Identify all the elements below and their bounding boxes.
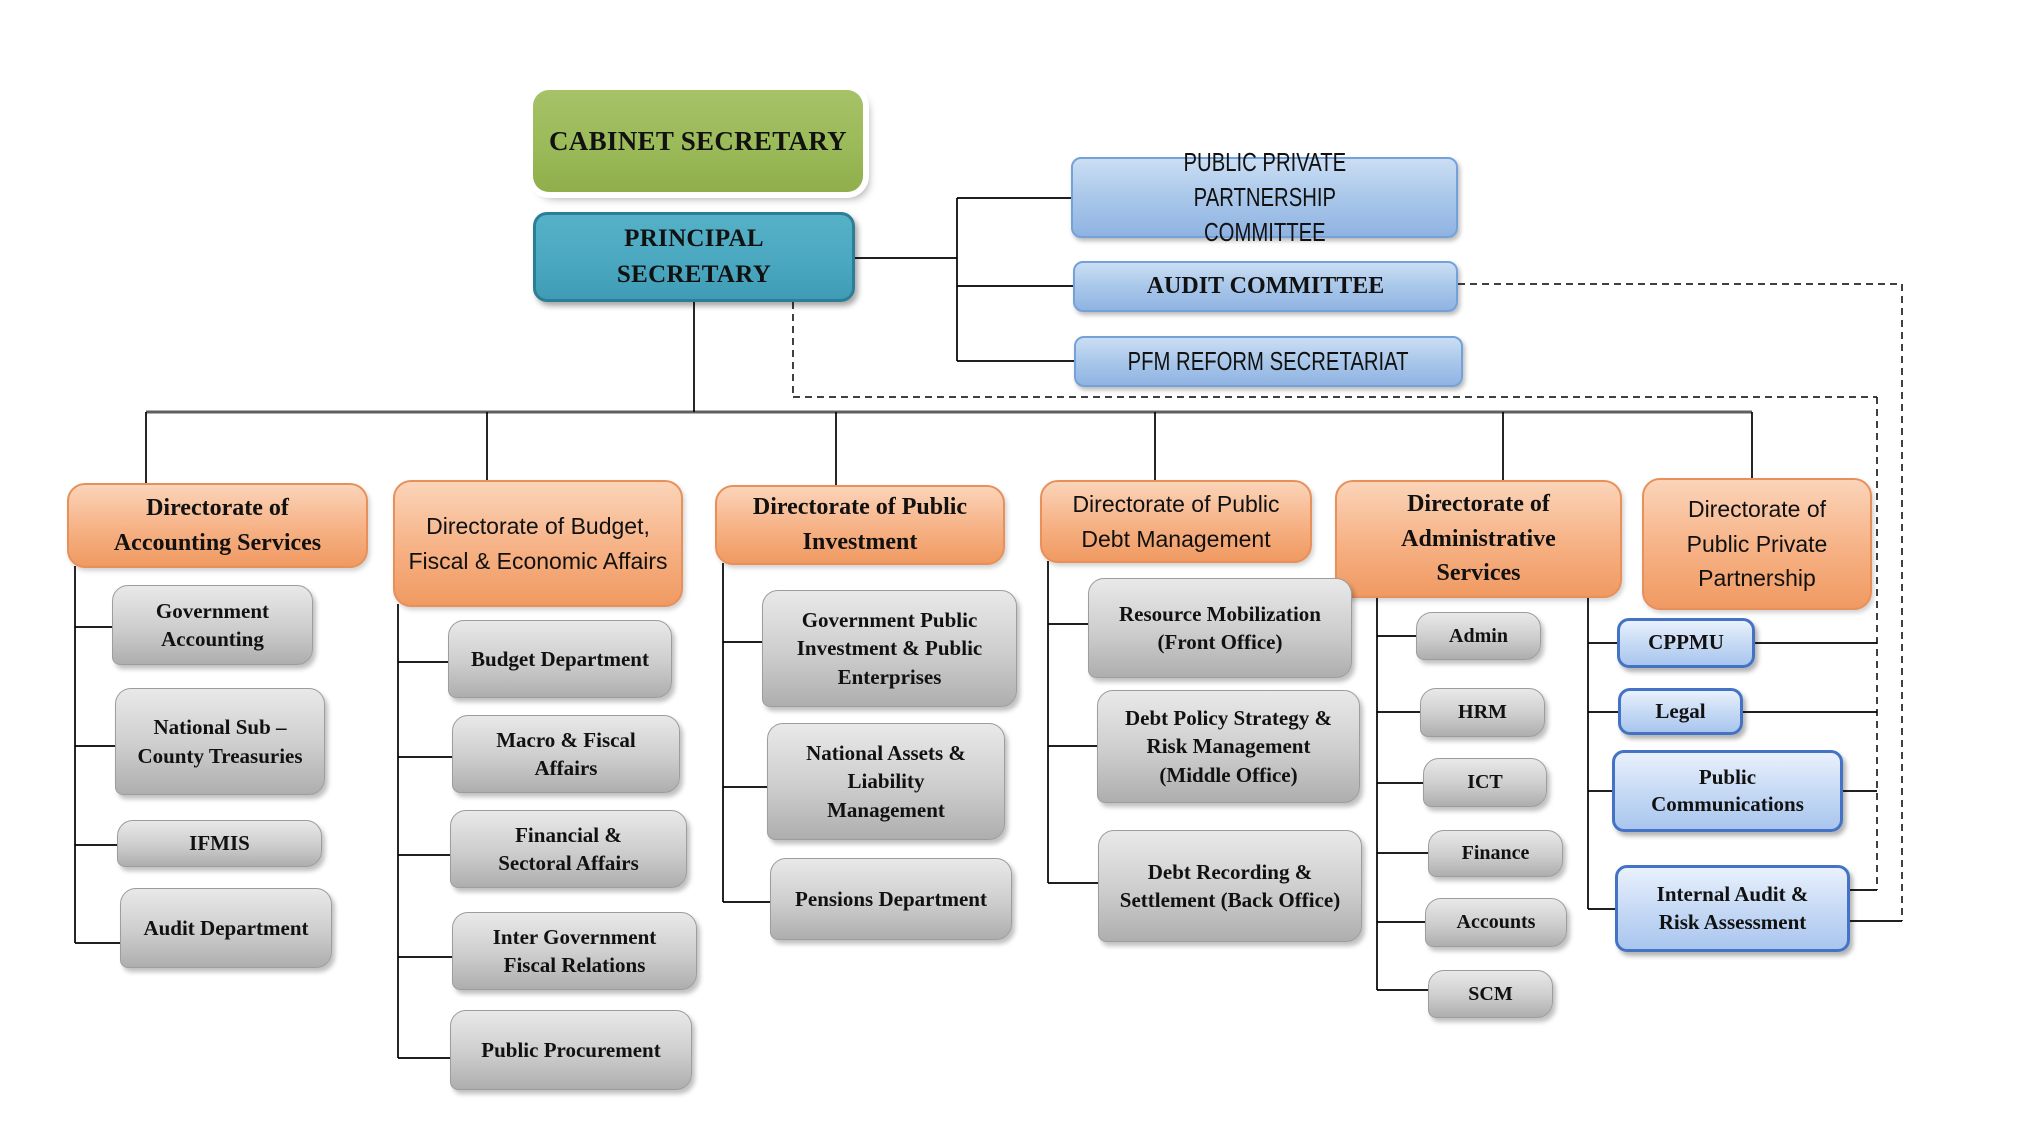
directorate-administrative-services-label: Directorate of Administrative Services — [1401, 490, 1556, 587]
directorate-budget-fiscal-economic-label: Directorate of Budget, Fiscal & Economic… — [408, 513, 668, 574]
unit-ict: ICT — [1423, 758, 1547, 807]
ppp-committee-box: PUBLIC PRIVATE PARTNERSHIP COMMITTEE — [1071, 147, 1458, 247]
pfm-reform-secretariat-label: PFM REFORM SECRETARIAT — [1128, 345, 1409, 376]
unit-resource-mobilization-front-office: Resource Mobilization (Front Office) — [1088, 578, 1352, 678]
unit-label: National Assets & Liability Management — [806, 740, 966, 822]
unit-legal: Legal — [1618, 688, 1743, 735]
unit-label: ICT — [1467, 771, 1503, 793]
unit-label: Internal Audit & Risk Assessment — [1656, 882, 1809, 934]
unit-national-assets-liability-management: National Assets & Liability Management — [767, 723, 1005, 840]
unit-label: Audit Department — [143, 915, 309, 940]
unit-label: Pensions Department — [795, 886, 987, 911]
unit-inter-government-fiscal-relations: Inter Government Fiscal Relations — [452, 912, 697, 990]
unit-scm: SCM — [1428, 970, 1553, 1018]
cabinet-secretary-box: CABINET SECRETARY — [533, 90, 863, 192]
unit-government-public-investment-public-enterprises: Government Public Investment & Public En… — [762, 590, 1017, 707]
unit-label: SCM — [1468, 982, 1513, 1005]
unit-cppmu: CPPMU — [1617, 618, 1755, 668]
pfm-reform-secretariat-box: PFM REFORM SECRETARIAT — [1074, 336, 1463, 387]
unit-pensions-department: Pensions Department — [770, 858, 1012, 940]
unit-admin: Admin — [1416, 612, 1541, 660]
directorate-accounting-services-label: Directorate of Accounting Services — [113, 494, 322, 556]
unit-financial-sectoral-affairs: Financial & Sectoral Affairs — [450, 810, 687, 888]
unit-label: Accounts — [1456, 911, 1536, 933]
directorate-accounting-services-box: Directorate of Accounting Services — [67, 483, 368, 568]
unit-public-procurement: Public Procurement — [450, 1010, 692, 1090]
directorate-public-debt-box: Directorate of Public Debt Management — [1040, 480, 1312, 563]
directorate-budget-fiscal-economic-box: Directorate of Budget, Fiscal & Economic… — [393, 480, 683, 607]
directorate-administrative-services-box: Directorate of Administrative Services — [1335, 480, 1622, 598]
unit-audit-department: Audit Department — [120, 888, 332, 968]
unit-label: Legal — [1655, 698, 1706, 723]
unit-public-communications: Public Communications — [1612, 750, 1843, 832]
audit-committee-label: AUDIT COMMITTEE — [1146, 273, 1385, 299]
unit-label: Inter Government Fiscal Relations — [492, 924, 657, 977]
unit-accounts: Accounts — [1425, 898, 1567, 947]
unit-label: National Sub – County Treasuries — [137, 715, 303, 768]
unit-label: Admin — [1449, 624, 1508, 647]
unit-macro-fiscal-affairs: Macro & Fiscal Affairs — [452, 715, 680, 793]
unit-internal-audit-risk-assessment: Internal Audit & Risk Assessment — [1615, 865, 1850, 952]
unit-government-accounting: Government Accounting — [112, 585, 313, 665]
unit-label: Macro & Fiscal Affairs — [496, 727, 636, 780]
cabinet-secretary-label: CABINET SECRETARY — [549, 125, 847, 156]
unit-label: Debt Recording & Settlement (Back Office… — [1119, 859, 1341, 912]
unit-ifmis: IFMIS — [117, 820, 322, 867]
directorate-public-private-partnership-label: Directorate of Public Private Partnershi… — [1686, 496, 1828, 592]
unit-label: Government Accounting — [155, 598, 270, 651]
principal-secretary-label: PRINCIPAL SECRETARY — [616, 224, 772, 288]
unit-label: Public Communications — [1651, 764, 1804, 816]
directorate-public-investment-label: Directorate of Public Investment — [752, 494, 968, 555]
principal-secretary-box: PRINCIPAL SECRETARY — [533, 212, 855, 302]
directorate-public-investment-box: Directorate of Public Investment — [715, 485, 1005, 565]
unit-budget-department: Budget Department — [448, 620, 672, 698]
unit-hrm: HRM — [1420, 688, 1545, 737]
unit-label: Financial & Sectoral Affairs — [498, 822, 639, 875]
unit-label: IFMIS — [189, 831, 250, 856]
unit-label: Debt Policy Strategy & Risk Management (… — [1124, 705, 1332, 787]
unit-label: Budget Department — [471, 646, 649, 671]
unit-label: Resource Mobilization (Front Office) — [1118, 601, 1321, 654]
solid-connectors — [74, 197, 1902, 1059]
unit-label: Public Procurement — [481, 1037, 661, 1062]
directorate-public-private-partnership-box: Directorate of Public Private Partnershi… — [1642, 478, 1872, 610]
ppp-committee-label: PUBLIC PRIVATE PARTNERSHIP COMMITTEE — [1183, 146, 1346, 248]
unit-national-sub-county-treasuries: National Sub – County Treasuries — [115, 688, 325, 795]
unit-debt-recording-settlement-back-office: Debt Recording & Settlement (Back Office… — [1098, 830, 1362, 942]
unit-label: Government Public Investment & Public En… — [796, 607, 983, 689]
unit-finance: Finance — [1428, 830, 1563, 877]
unit-label: CPPMU — [1648, 630, 1724, 655]
unit-label: Finance — [1461, 842, 1530, 864]
unit-debt-policy-strategy-risk-management-middle-office: Debt Policy Strategy & Risk Management (… — [1097, 690, 1360, 803]
dashed-connectors — [792, 283, 1903, 921]
unit-label: HRM — [1458, 701, 1507, 723]
directorate-public-debt-label: Directorate of Public Debt Management — [1072, 491, 1280, 552]
audit-committee-box: AUDIT COMMITTEE — [1073, 261, 1458, 312]
